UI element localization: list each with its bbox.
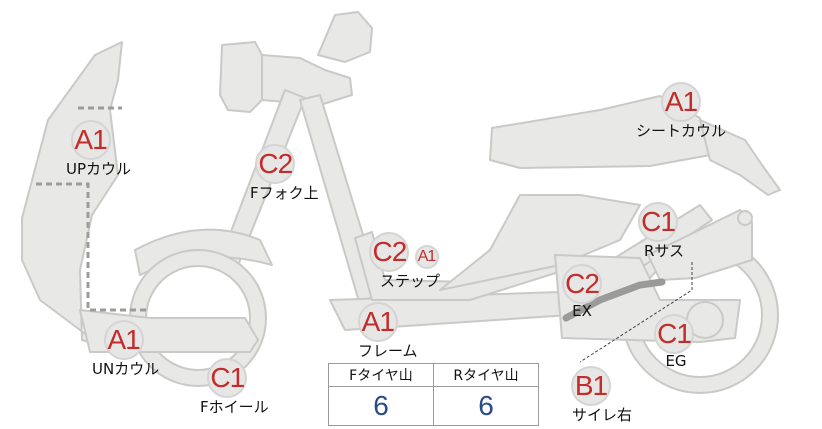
grade-badge: C2 bbox=[369, 232, 410, 272]
part-label: フレーム bbox=[358, 342, 418, 360]
front-tread-header: Fタイヤ山 bbox=[328, 363, 434, 387]
seat-cowl bbox=[699, 119, 781, 196]
part-label: サイレ右 bbox=[572, 406, 633, 424]
front-fork-callout: C2 Fフォク上 bbox=[232, 144, 319, 203]
grade-badge: A1 bbox=[661, 82, 701, 122]
up-cowl bbox=[21, 41, 123, 346]
part-label: ステップ bbox=[380, 272, 441, 290]
grade-badge: A1 bbox=[70, 120, 111, 160]
step-callout: C2 A1 ステップ bbox=[368, 232, 440, 291]
part-label: EG bbox=[665, 352, 687, 370]
rear-susp-callout: C1 Rサス bbox=[632, 202, 684, 261]
silencer-callout: B1 サイレ右 bbox=[550, 366, 632, 425]
mirror bbox=[317, 11, 373, 63]
rear-tread-header: Rタイヤ山 bbox=[433, 363, 539, 387]
exhaust-callout: C2 EX bbox=[562, 264, 602, 320]
grade-badge: A1 bbox=[357, 302, 398, 342]
grade-badge: A1 bbox=[103, 320, 144, 360]
part-label: UPカウル bbox=[66, 160, 132, 178]
grade-badge: C1 bbox=[654, 314, 694, 354]
tire-tread-table: Fタイヤ山 Rタイヤ山 6 6 bbox=[328, 363, 539, 426]
exhaust-pipe bbox=[562, 278, 666, 322]
grade-badge-small: A1 bbox=[414, 245, 439, 269]
part-label: EX bbox=[572, 302, 592, 320]
part-label: Fホイール bbox=[200, 398, 269, 416]
silencer-pointer bbox=[579, 262, 693, 363]
grade-badge: C1 bbox=[638, 202, 679, 242]
up-cowl-callout: A1 UPカウル bbox=[50, 120, 131, 179]
under-cowl-callout: A1 UNカウル bbox=[88, 320, 159, 379]
rear-tread-value: 6 bbox=[433, 386, 539, 426]
frame-callout: A1 フレーム bbox=[338, 302, 418, 361]
headlight bbox=[219, 41, 263, 113]
seat-cowl-callout: A1 シートカウル bbox=[636, 82, 726, 141]
front-wheel-callout: C1 Fホイール bbox=[186, 358, 269, 417]
seat bbox=[489, 95, 711, 169]
part-label: UNカウル bbox=[92, 360, 160, 378]
cowl-dashed-mid bbox=[36, 182, 148, 312]
front-tread-value: 6 bbox=[328, 386, 434, 426]
table-header-row: Fタイヤ山 Rタイヤ山 bbox=[328, 363, 539, 387]
grade-badge: B1 bbox=[571, 366, 611, 406]
grade-badge: C2 bbox=[562, 264, 602, 304]
part-label: シートカウル bbox=[636, 122, 727, 140]
part-label: Rサス bbox=[644, 242, 685, 260]
table-row: 6 6 bbox=[328, 386, 539, 426]
grade-badge: C2 bbox=[255, 144, 296, 184]
grade-badge: C1 bbox=[207, 358, 248, 398]
part-label: Fフォク上 bbox=[250, 184, 319, 202]
engine-callout: C1 EG bbox=[654, 314, 694, 370]
